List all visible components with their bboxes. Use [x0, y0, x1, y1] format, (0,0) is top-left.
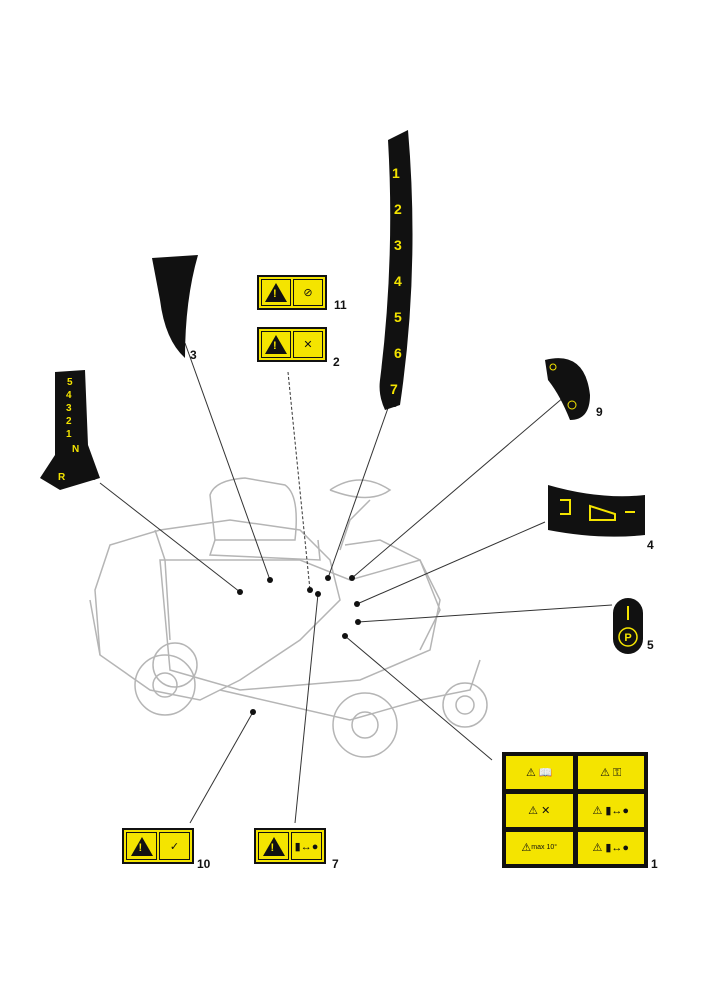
height-mark-3: 3	[394, 237, 402, 253]
decal-2-warning: ✕	[257, 327, 327, 362]
no-children-icon: ⚠ ✕	[505, 793, 574, 828]
gear-mark-N: N	[72, 444, 79, 455]
attachment-points	[237, 575, 361, 715]
decal-1-safety-warnings: ⚠ 📖 ⚠ ⚿ ⚠ ✕ ⚠ ▮↔● ⚠ max 10° ⚠ ▮↔●	[502, 752, 648, 868]
gear-mark-3: 3	[66, 403, 72, 414]
callout-2: 2	[333, 355, 340, 369]
read-manual-icon: ⚠ 📖	[505, 755, 574, 791]
keep-distance-icon: ⚠ ▮↔●	[576, 793, 645, 828]
callout-7: 7	[332, 857, 339, 871]
warning-icon	[261, 331, 291, 358]
callout-8: 8	[90, 469, 97, 483]
parking-label: P	[624, 632, 631, 644]
height-mark-5: 5	[394, 309, 402, 325]
height-mark-2: 2	[394, 201, 402, 217]
collector-icon	[560, 499, 635, 521]
decal-9-throttle	[545, 358, 590, 420]
callout-9: 9	[596, 405, 603, 419]
callout-5: 5	[647, 638, 654, 652]
slope-limit-label: max 10°	[531, 844, 558, 852]
gear-mark-4: 4	[66, 390, 72, 401]
parking-icon	[618, 627, 638, 647]
decal-6-cutting-height	[379, 130, 413, 410]
callout-4: 4	[647, 538, 654, 552]
remove-key-icon: ⚠ ⚿	[576, 755, 645, 791]
decal-8-gear-selector	[40, 370, 100, 490]
decal-7-warning: ▮↔●	[254, 828, 326, 864]
choke-icon	[549, 363, 557, 371]
thrown-object-icon	[258, 832, 289, 860]
height-mark-1: 1	[392, 165, 400, 181]
callout-6: 6	[391, 396, 398, 410]
height-mark-6: 6	[394, 345, 402, 361]
slope-icon: ⚠ max 10°	[505, 830, 574, 865]
gear-mark-R: R	[58, 472, 66, 483]
gear-mark-2: 2	[66, 416, 72, 427]
no-fuel-icon: ✕	[293, 331, 323, 358]
gear-mark-1: 1	[66, 429, 72, 440]
callout-1: 1	[651, 857, 658, 871]
keep-distance-icon: ▮↔●	[291, 832, 322, 860]
height-mark-4: 4	[394, 273, 402, 289]
decal-10-warning: ✓	[122, 828, 194, 864]
warning-icon	[261, 279, 291, 306]
gear-mark-5: 5	[67, 377, 73, 388]
decal-3-speed-lever	[152, 255, 198, 358]
callout-10: 10	[197, 857, 211, 871]
keep-distance-icon-2: ⚠ ▮↔●	[576, 830, 645, 865]
stop-icon	[567, 400, 577, 410]
decal-11-warning: ⊘	[257, 275, 327, 310]
callout-11: 11	[334, 298, 347, 312]
height-mark-7: 7	[390, 381, 398, 397]
no-passengers-icon: ⊘	[293, 279, 323, 306]
decal-4-grass-collector	[548, 485, 645, 537]
callout-3: 3	[190, 348, 197, 362]
deck-check-icon: ✓	[159, 832, 190, 860]
decal-5-parking-brake	[613, 598, 643, 654]
leader-lines	[99, 342, 613, 824]
warning-icon	[126, 832, 157, 860]
